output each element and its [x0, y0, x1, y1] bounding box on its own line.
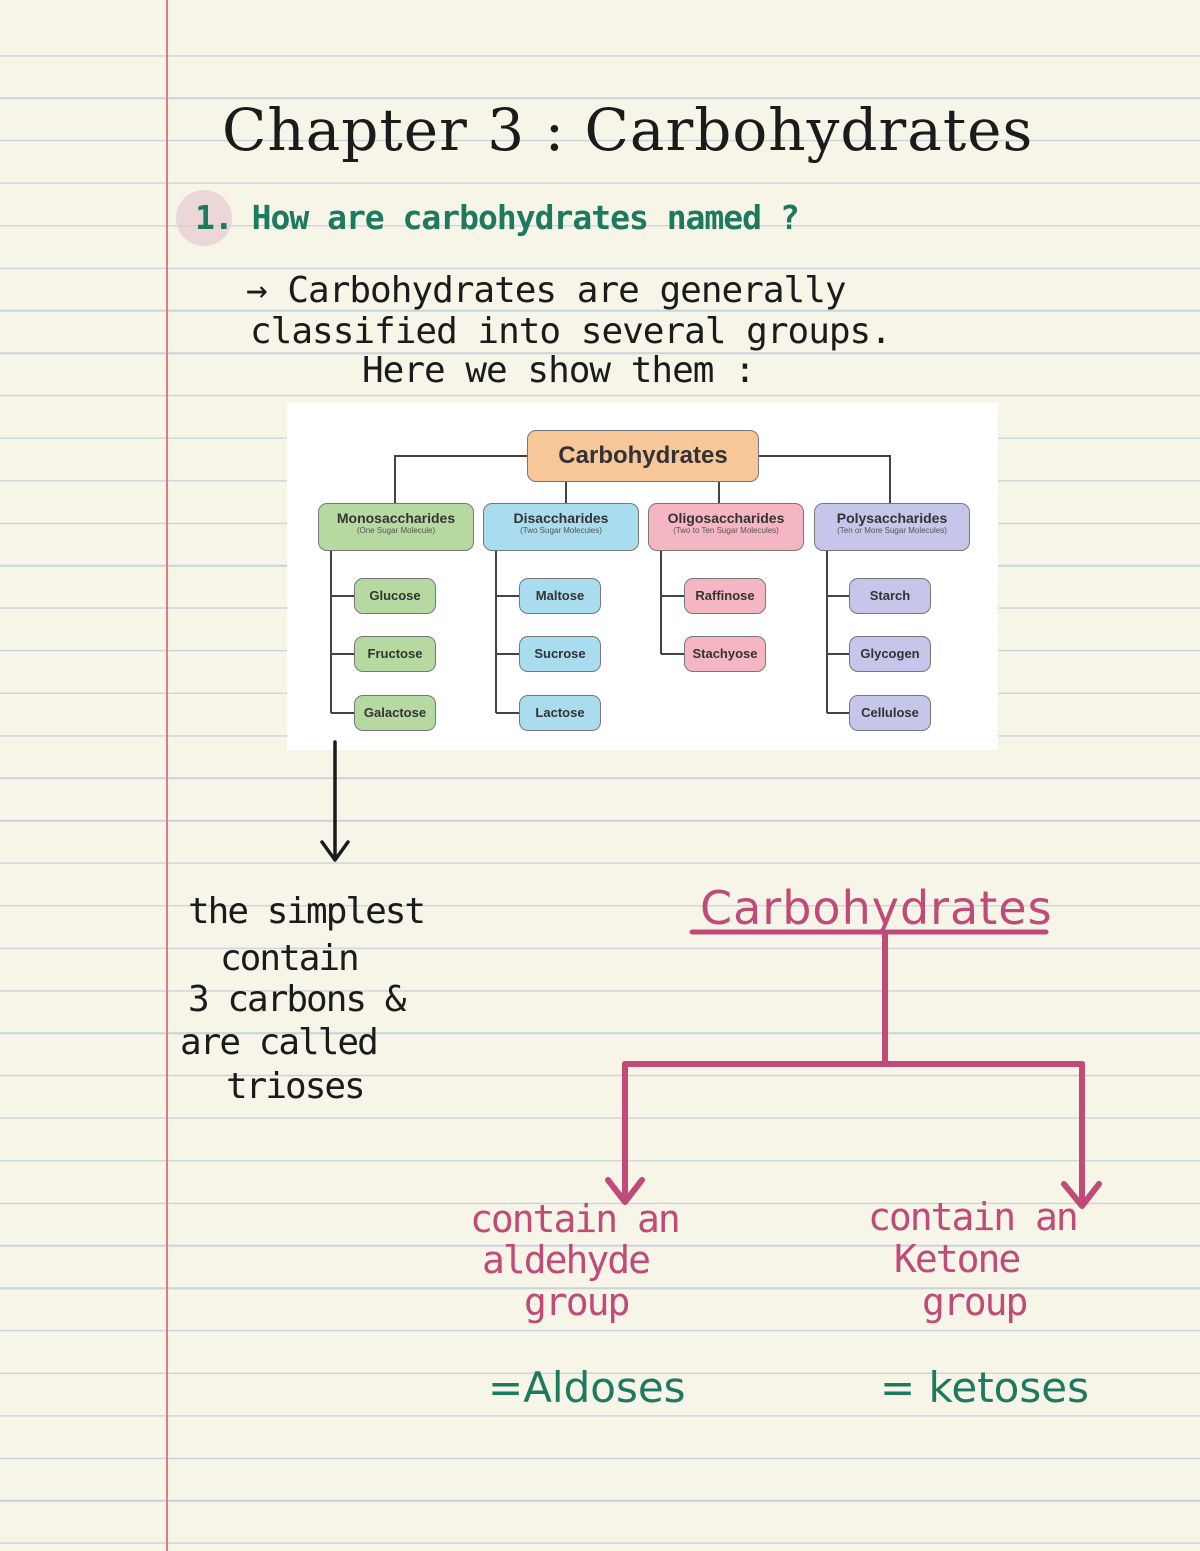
trioses-note-line-5: trioses [226, 1066, 366, 1107]
group-label: Polysaccharides [836, 510, 948, 526]
group-sublabel: (Ten or More Sugar Molecules) [837, 526, 947, 535]
carbohydrate-classification-diagram: Carbohydrates Monosaccharides (One Sugar… [287, 403, 998, 750]
item-glycogen: Glycogen [849, 636, 931, 672]
aldehyde-line-2: aldehyde [482, 1238, 651, 1282]
question-heading: 1. How are carbohydrates named ? [195, 198, 800, 237]
aldoses-result: =Aldoses [488, 1363, 686, 1412]
trioses-note-line-1: the simplest [188, 891, 426, 932]
ketone-line-2: Ketone [894, 1237, 1021, 1281]
diagram-connectors [330, 455, 891, 714]
item-sucrose: Sucrose [519, 636, 601, 672]
tree-title: Carbohydrates [700, 881, 1053, 935]
trioses-note-line-3: 3 carbons & [188, 979, 406, 1020]
ketone-line-3: group [922, 1280, 1028, 1324]
question-highlight [176, 190, 232, 246]
item-starch: Starch [849, 578, 931, 614]
item-glucose: Glucose [354, 578, 436, 614]
group-oligosaccharides: Oligosaccharides (Two to Ten Sugar Molec… [648, 503, 804, 551]
group-sublabel: (Two to Ten Sugar Molecules) [673, 526, 779, 535]
aldehyde-line-1: contain an [470, 1197, 681, 1241]
item-raffinose: Raffinose [684, 578, 766, 614]
intro-line-3: Here we show them : [362, 350, 756, 391]
left-branch-arrow [605, 1061, 645, 1205]
intro-line-2: classified into several groups. [250, 311, 892, 352]
page-title: Chapter 3 : Carbohydrates [222, 96, 1034, 164]
group-sublabel: (Two Sugar Molecules) [520, 526, 602, 535]
group-polysaccharides: Polysaccharides (Ten or More Sugar Molec… [814, 503, 970, 551]
item-cellulose: Cellulose [849, 695, 931, 731]
ketoses-result: = ketoses [880, 1363, 1089, 1412]
trioses-note-line-4: are called [180, 1022, 379, 1063]
ketone-line-1: contain an [868, 1195, 1079, 1239]
group-sublabel: (One Sugar Molecule) [356, 526, 436, 535]
group-monosaccharides: Monosaccharides (One Sugar Molecule) [318, 503, 474, 551]
group-label: Disaccharides [513, 510, 609, 526]
item-fructose: Fructose [354, 636, 436, 672]
group-disaccharides: Disaccharides (Two Sugar Molecules) [483, 503, 639, 551]
aldehyde-line-3: group [524, 1280, 630, 1324]
trioses-note-line-2: contain [220, 938, 360, 979]
item-galactose: Galactose [354, 695, 436, 731]
item-maltose: Maltose [519, 578, 601, 614]
down-arrow-black [320, 740, 350, 862]
intro-line-1: → Carbohydrates are generally [246, 270, 847, 311]
margin-line [166, 0, 168, 1551]
root-carbohydrates-box: Carbohydrates [527, 430, 759, 482]
item-lactose: Lactose [519, 695, 601, 731]
right-branch-arrow [1061, 1061, 1102, 1209]
group-label: Monosaccharides [336, 510, 456, 526]
group-label: Oligosaccharides [667, 510, 785, 526]
item-stachyose: Stachyose [684, 636, 766, 672]
